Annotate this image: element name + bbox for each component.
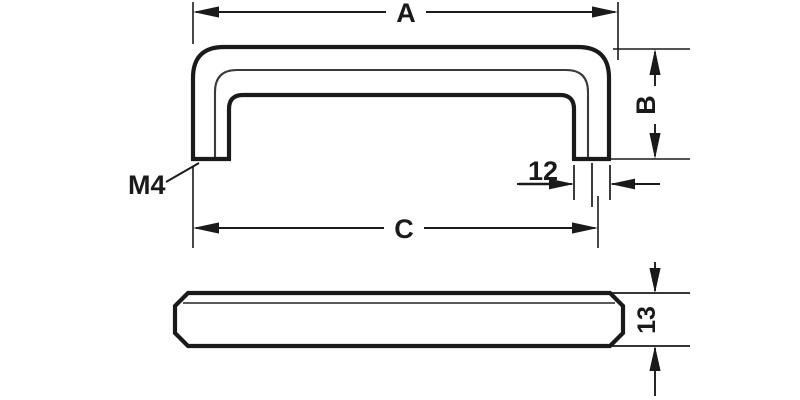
dimension-13-group: 13	[612, 262, 690, 396]
dimension-b-group: B	[600, 48, 690, 160]
dimension-c-arrow-left	[193, 222, 219, 234]
dimension-b-label-backdrop	[639, 86, 671, 124]
handle-seam-line	[213, 68, 590, 160]
annotation-m4-label: M4	[128, 170, 166, 200]
handle-outer-contour	[190, 44, 612, 160]
dimension-a-label-backdrop	[386, 0, 426, 28]
dimension-12-arrow-right	[610, 178, 635, 190]
side-view-geometry	[172, 290, 626, 349]
dimension-c-group: C	[192, 166, 599, 248]
dimension-13-arrow-bottom	[649, 346, 661, 371]
dimension-13-arrow-top	[649, 268, 661, 293]
dimension-c-arrow-right	[572, 222, 598, 234]
handle-inner-contour	[226, 92, 577, 160]
dimension-c-label: C	[394, 214, 414, 244]
dimension-a-arrow-right	[592, 6, 618, 18]
dimension-a-group: A	[192, 0, 619, 60]
dimension-13-label: 13	[633, 306, 661, 334]
dimension-a-label: A	[396, 0, 416, 28]
annotation-m4-group: M4	[128, 162, 200, 200]
dimension-12-label: 12	[528, 156, 558, 186]
dimension-b-arrow-top	[649, 49, 661, 75]
side-view-outline	[172, 290, 626, 349]
dimension-12-group: 12	[517, 156, 660, 207]
dimension-c-label-backdrop	[384, 212, 424, 244]
front-view-geometry	[190, 44, 612, 162]
dimension-b-label: B	[631, 95, 661, 115]
dimension-a-arrow-left	[193, 6, 219, 18]
annotation-m4-leader-line	[165, 162, 200, 183]
dimension-b-arrow-bottom	[649, 133, 661, 159]
